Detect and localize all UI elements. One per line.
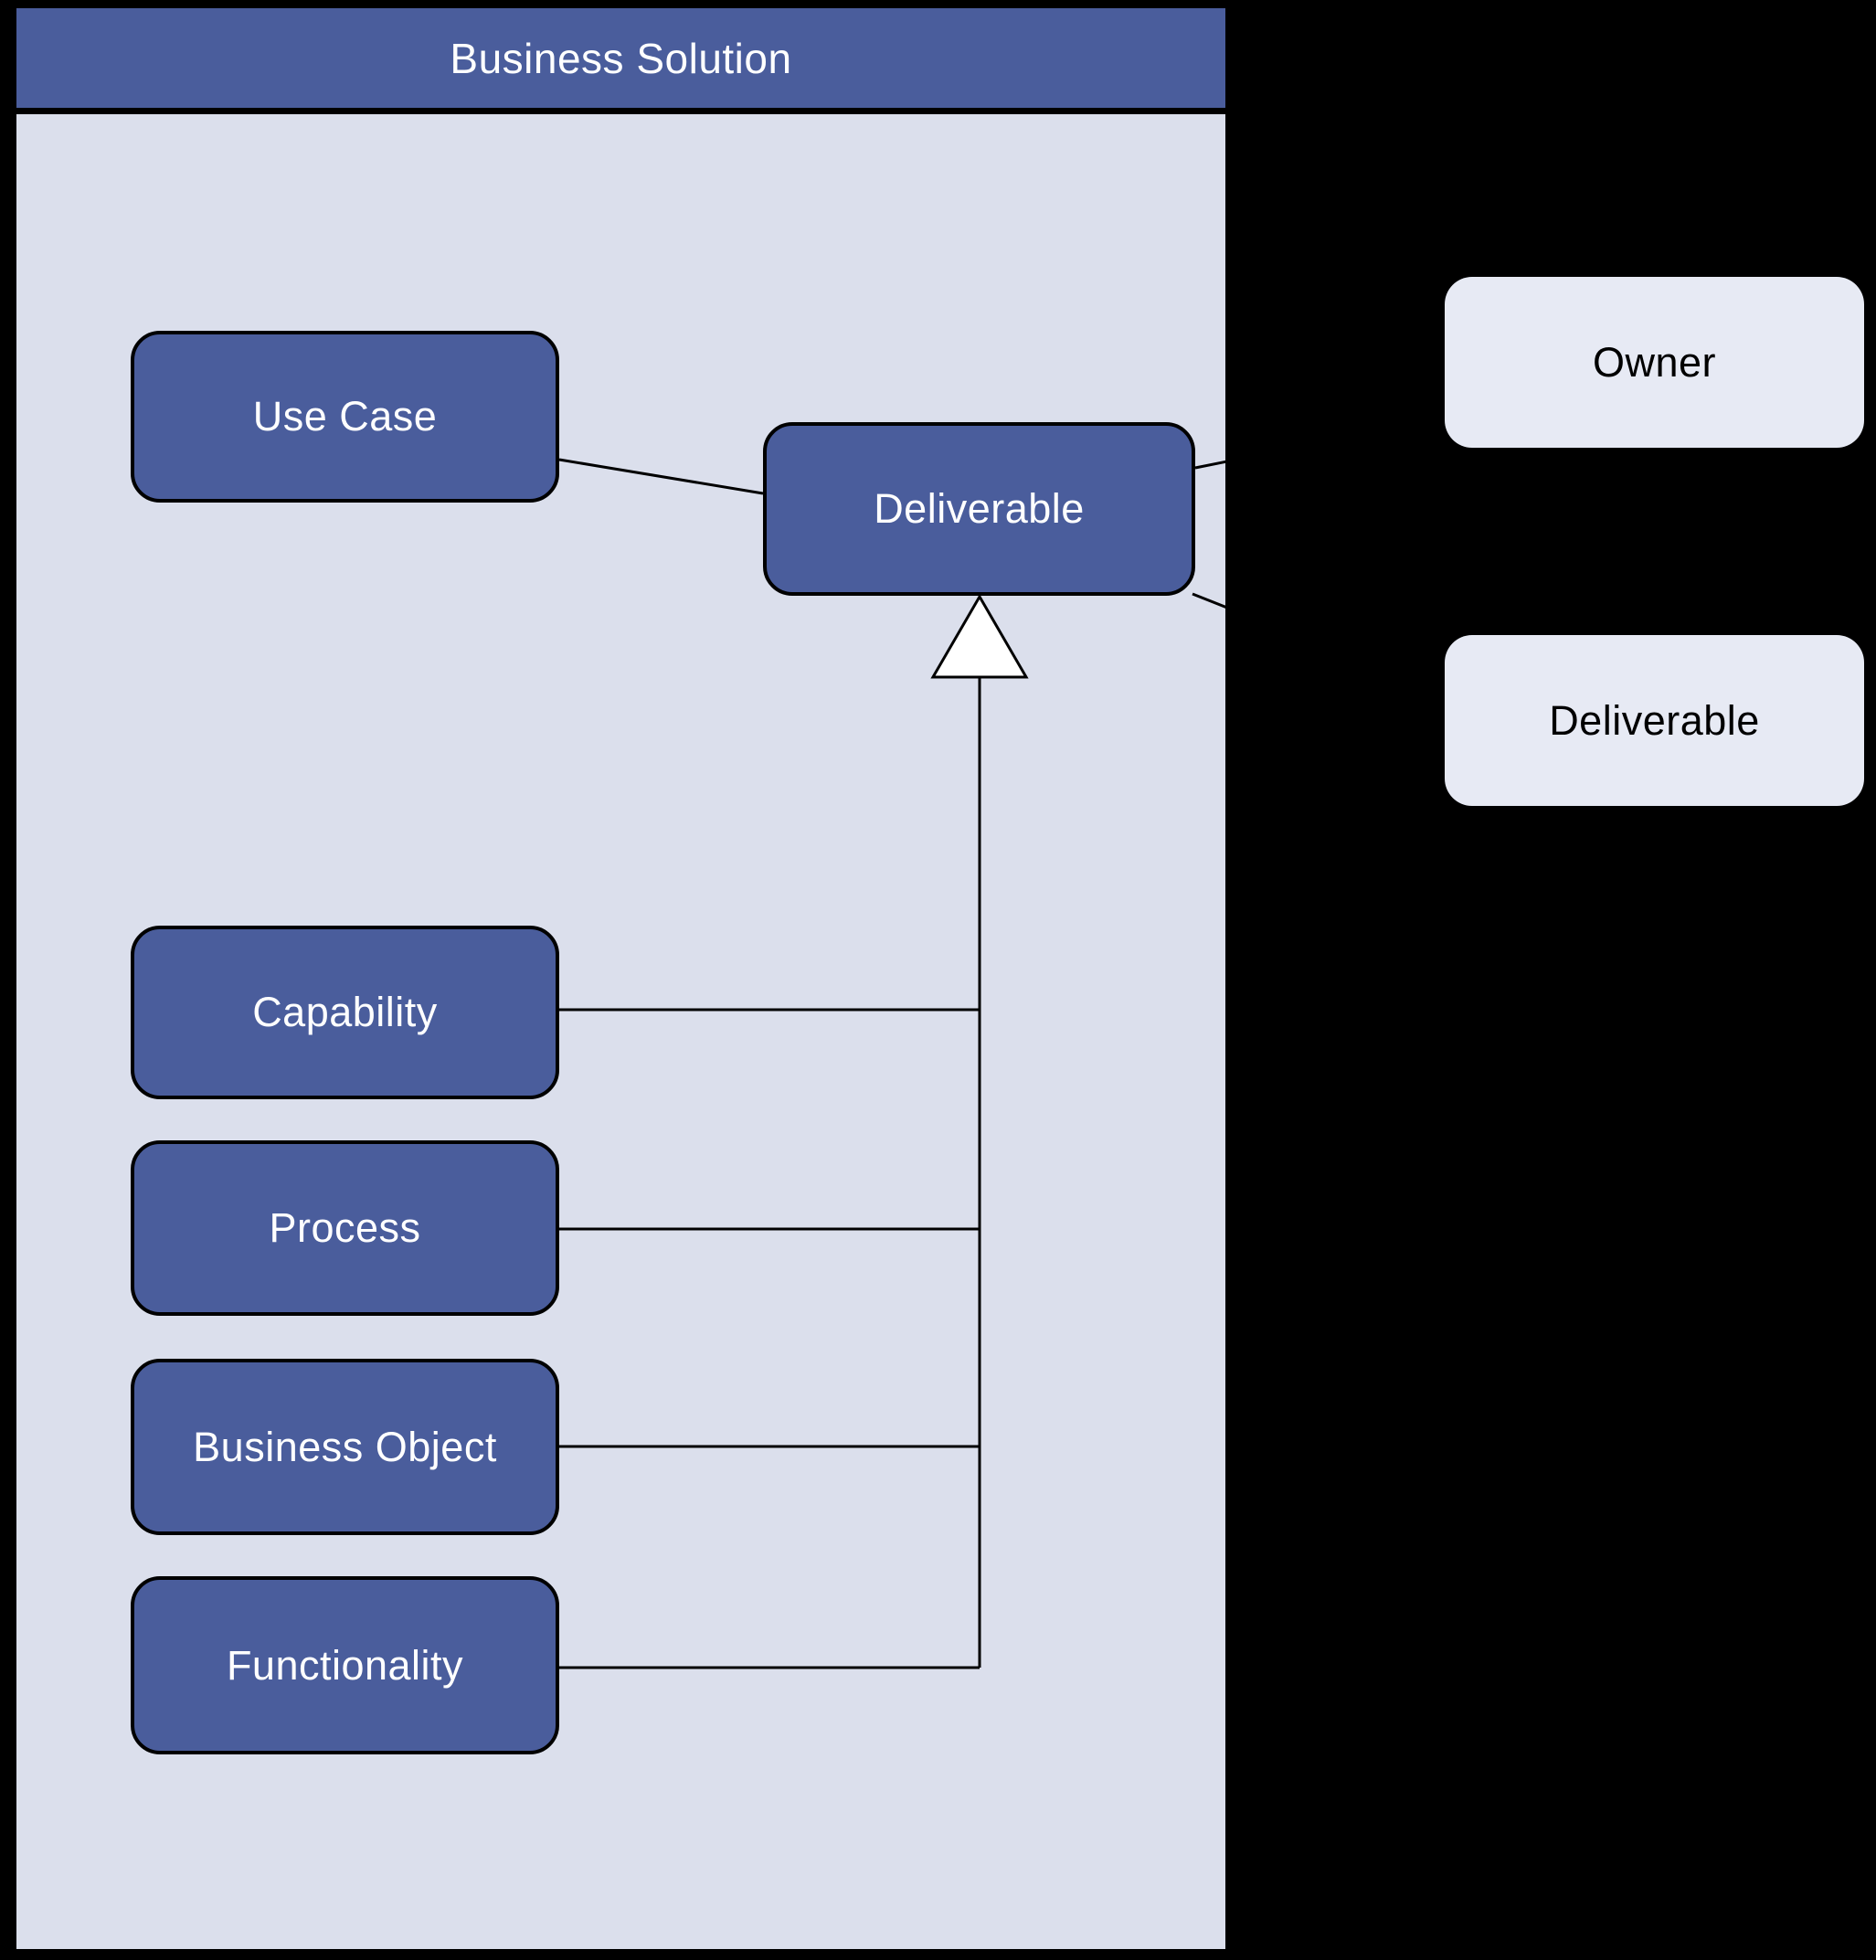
node-deliverable[interactable]: Deliverable bbox=[763, 422, 1195, 596]
node-process[interactable]: Process bbox=[131, 1140, 559, 1316]
node-process-label: Process bbox=[269, 1204, 421, 1251]
business-solution-container[interactable]: Business Solution Use Case Deliverable bbox=[16, 8, 1225, 1949]
node-capability-label: Capability bbox=[252, 989, 438, 1035]
edge-usecase-deliverable bbox=[558, 458, 764, 495]
node-capability[interactable]: Capability bbox=[131, 926, 559, 1099]
node-owner-external-label: Owner bbox=[1592, 338, 1717, 386]
node-owner-external[interactable]: Owner bbox=[1445, 277, 1864, 448]
container-title: Business Solution bbox=[450, 34, 792, 82]
generalization-arrowhead-icon bbox=[930, 594, 1029, 679]
node-business-object[interactable]: Business Object bbox=[131, 1359, 559, 1535]
node-deliverable-external-label: Deliverable bbox=[1549, 696, 1760, 744]
node-business-object-label: Business Object bbox=[193, 1423, 497, 1470]
node-functionality-label: Functionality bbox=[226, 1641, 464, 1689]
node-functionality[interactable]: Functionality bbox=[131, 1576, 559, 1754]
edge-deliverable-external-deliverable-stub bbox=[1192, 592, 1225, 609]
node-use-case[interactable]: Use Case bbox=[131, 331, 559, 503]
node-use-case-label: Use Case bbox=[252, 393, 438, 440]
node-deliverable-label: Deliverable bbox=[874, 485, 1085, 532]
edge-deliverable-owner-stub bbox=[1194, 460, 1225, 470]
node-deliverable-external[interactable]: Deliverable bbox=[1445, 635, 1864, 806]
business-solution-header: Business Solution bbox=[16, 8, 1225, 114]
